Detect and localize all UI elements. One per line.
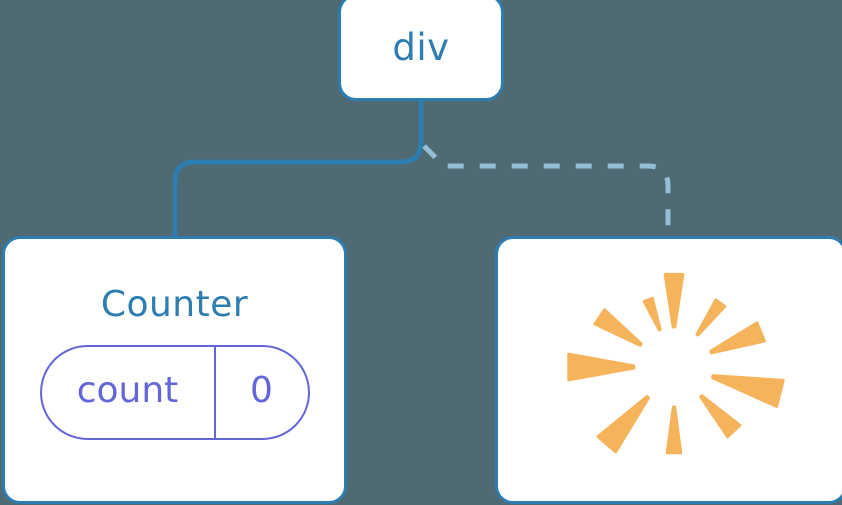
state-badge-value: 0 [213,347,308,438]
sparkle-ray-7 [567,352,636,382]
sparkle-ray-0 [663,272,685,329]
sparkle-ray-2 [709,321,766,355]
node-sparkle[interactable] [495,236,842,504]
edge-div-to-sparkle [422,144,671,238]
node-counter[interactable]: Counter count 0 [2,236,347,504]
sparkle-ray-8 [593,308,643,347]
sparkle-ray-5 [665,405,683,455]
sparkle-ray-3 [711,374,785,408]
state-badge-key: count [76,370,179,411]
node-counter-title: Counter [100,284,249,325]
node-div[interactable]: div [338,0,504,101]
sparkle-ray-6 [596,395,651,454]
sparkle-ray-4 [699,394,742,439]
edge-div-to-counter [172,100,424,238]
sparkle-burst-icon [567,272,785,455]
node-div-label: div [392,26,450,69]
sparkle-ray-1 [695,298,727,337]
sparkle-ray-9 [642,296,662,332]
state-badge-count[interactable]: count 0 [39,345,310,440]
